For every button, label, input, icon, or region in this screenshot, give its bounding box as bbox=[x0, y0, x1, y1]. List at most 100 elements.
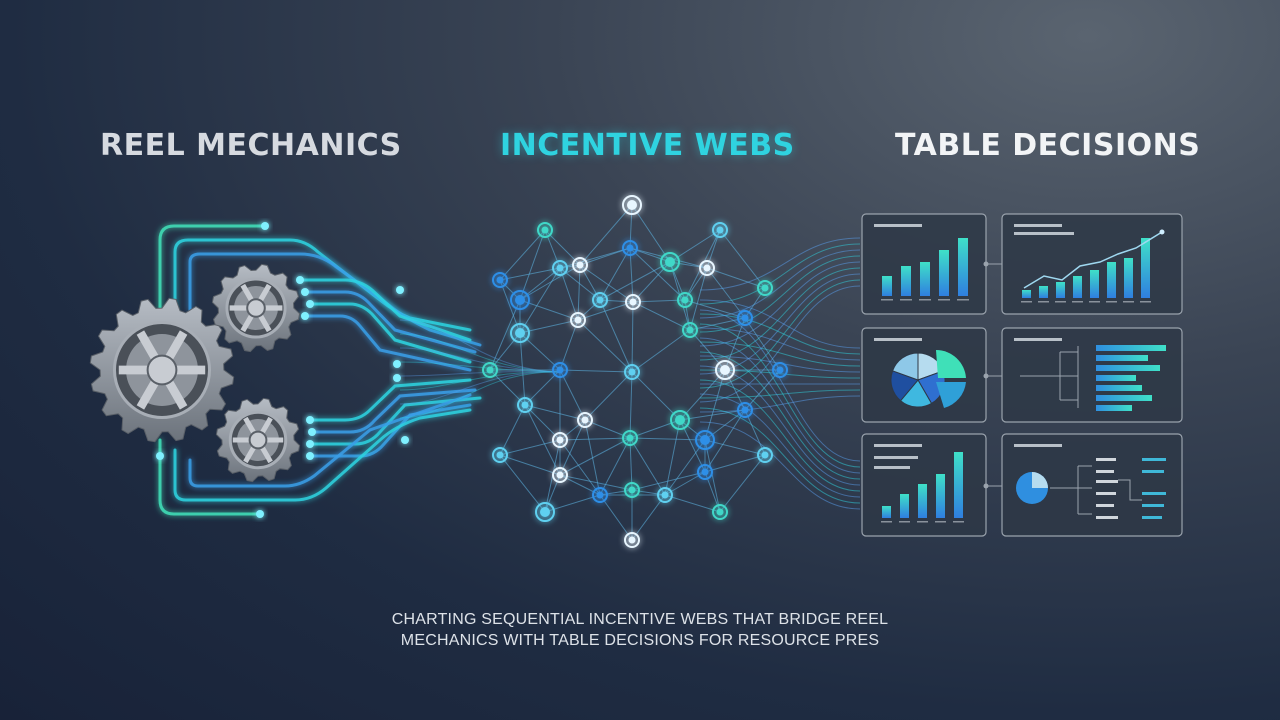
network-node-ring bbox=[715, 360, 735, 380]
network-edge bbox=[559, 267, 601, 301]
flow-line bbox=[699, 267, 861, 361]
bar-chart-icon bbox=[881, 452, 964, 523]
bar bbox=[920, 262, 930, 296]
network-edge bbox=[664, 419, 681, 496]
network-node bbox=[716, 508, 724, 516]
dashboard-panel bbox=[861, 213, 987, 315]
list-line bbox=[1096, 480, 1118, 483]
pie-chart-icon bbox=[1016, 472, 1048, 504]
network-node bbox=[515, 328, 525, 338]
gear-hub bbox=[246, 298, 266, 318]
network-edge bbox=[629, 437, 633, 491]
bar-chart-icon bbox=[881, 238, 969, 301]
panel-subtitle-line bbox=[874, 466, 910, 469]
trace-dot bbox=[306, 440, 314, 448]
bar-chart-icon bbox=[1021, 238, 1151, 303]
network-node bbox=[628, 536, 636, 544]
bar bbox=[918, 484, 927, 518]
network-edge bbox=[559, 419, 586, 476]
network-node-ring bbox=[622, 240, 638, 256]
tree-diagram-icon bbox=[1020, 345, 1166, 411]
trace-dot bbox=[301, 288, 309, 296]
list-line bbox=[1096, 504, 1114, 507]
network-node-ring bbox=[622, 430, 638, 446]
network-node bbox=[556, 471, 564, 479]
trace-dot bbox=[396, 286, 404, 294]
trace-dot bbox=[261, 222, 269, 230]
network-node bbox=[761, 451, 769, 459]
pie-slice-exploded bbox=[936, 349, 966, 408]
network-edge bbox=[499, 404, 526, 456]
gear-cluster bbox=[89, 263, 301, 483]
gear-hub bbox=[248, 430, 268, 450]
network-node bbox=[700, 435, 710, 445]
bar bbox=[882, 276, 892, 296]
network-edge bbox=[632, 299, 686, 303]
network-edge bbox=[524, 404, 586, 421]
large-gear-icon bbox=[89, 297, 235, 443]
dashboard-panel bbox=[1001, 213, 1183, 315]
network-node-ring bbox=[517, 397, 533, 413]
network-edge bbox=[584, 371, 633, 421]
network-edge bbox=[684, 229, 721, 301]
tick bbox=[1140, 301, 1151, 303]
caption-line-2: MECHANICS WITH TABLE DECISIONS FOR RESOU… bbox=[400, 632, 880, 649]
network-edge bbox=[684, 299, 746, 319]
network-node-ring bbox=[492, 447, 508, 463]
flow-line bbox=[699, 243, 861, 305]
trace-dot bbox=[296, 276, 304, 284]
network-node bbox=[629, 298, 637, 306]
panel-subtitle-line bbox=[1014, 232, 1074, 235]
list-line bbox=[1096, 492, 1116, 495]
network-node bbox=[701, 468, 709, 476]
network-node bbox=[628, 486, 636, 494]
list-line bbox=[1142, 504, 1164, 507]
network-edge bbox=[706, 267, 766, 289]
bar bbox=[939, 250, 949, 296]
network-edge bbox=[684, 299, 691, 331]
network-node bbox=[574, 316, 582, 324]
dashboard-panel bbox=[1001, 327, 1183, 423]
network-node bbox=[556, 366, 564, 374]
flow-line bbox=[399, 371, 561, 391]
network-edge bbox=[631, 204, 671, 263]
network-edge bbox=[631, 489, 666, 496]
network-edge bbox=[684, 267, 708, 301]
network-node bbox=[486, 366, 494, 374]
trace-dot bbox=[156, 452, 164, 460]
bar bbox=[1073, 276, 1082, 298]
network-edge bbox=[489, 299, 521, 371]
network-edge bbox=[704, 369, 726, 441]
network-edge bbox=[489, 369, 526, 406]
network-edge bbox=[519, 264, 581, 301]
caption-line-1: CHARTING SEQUENTIAL INCENTIVE WEBS THAT … bbox=[391, 611, 889, 628]
network-edge bbox=[599, 299, 634, 303]
list-line bbox=[1142, 470, 1164, 473]
network-edge bbox=[559, 439, 601, 496]
network-node bbox=[596, 491, 604, 499]
gear-hub bbox=[146, 354, 178, 386]
list-line bbox=[1096, 458, 1116, 461]
network-edge bbox=[679, 369, 726, 421]
network-edge bbox=[631, 329, 691, 373]
bar bbox=[936, 474, 945, 518]
network-node bbox=[627, 200, 637, 210]
network-node-ring bbox=[492, 272, 508, 288]
bar bbox=[1056, 282, 1065, 298]
network-node-ring bbox=[757, 280, 773, 296]
hbar bbox=[1096, 385, 1142, 391]
flow-line bbox=[699, 249, 861, 319]
network-node-ring bbox=[592, 292, 608, 308]
dashboard-panel bbox=[1001, 433, 1183, 537]
hbar bbox=[1096, 375, 1136, 381]
trend-point bbox=[1159, 229, 1165, 235]
bar bbox=[901, 266, 911, 296]
circuit-trace bbox=[308, 396, 482, 446]
trace-dot bbox=[301, 312, 309, 320]
trace-dot bbox=[306, 300, 314, 308]
network-edge bbox=[519, 332, 526, 406]
network-node-ring bbox=[552, 362, 568, 378]
network-node bbox=[626, 434, 634, 442]
network-edge bbox=[559, 369, 586, 421]
